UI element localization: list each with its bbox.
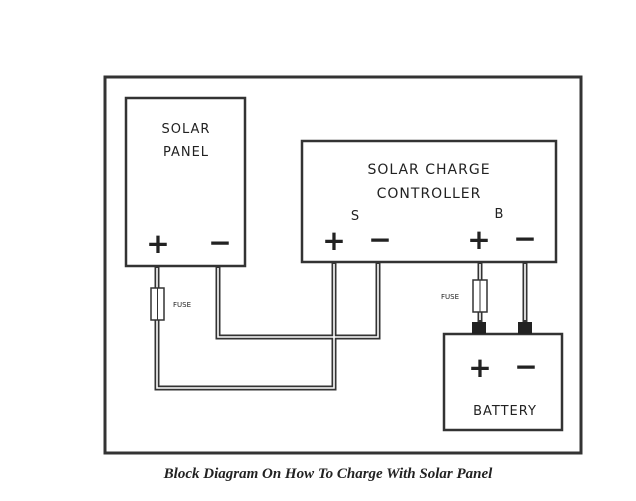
battery-label: BATTERY — [473, 404, 537, 419]
battery-box — [442, 332, 564, 432]
controller-solar-plus-terminal: + — [322, 224, 345, 257]
wire-solar-positive — [154, 262, 337, 391]
battery-minus-terminal: − — [514, 350, 537, 383]
solar-panel-plus-terminal: + — [146, 227, 169, 260]
battery-plus-terminal: + — [468, 351, 491, 384]
controller-battery-plus-terminal: + — [467, 223, 490, 256]
battery-output-label: B — [495, 207, 504, 222]
charge-controller-label-line2: CONTROLLER — [377, 186, 482, 202]
charge-controller-label-line1: SOLAR CHARGE — [367, 162, 490, 178]
outer-frame — [103, 75, 583, 455]
solar-input-label: S — [351, 209, 359, 224]
controller-solar-minus-terminal: − — [368, 223, 391, 256]
solar-panel-label-line1: SOLAR — [162, 122, 211, 137]
fuse-right-label: FUSE — [441, 293, 459, 301]
diagram-caption: Block Diagram On How To Charge With Sola… — [163, 466, 494, 482]
charge-controller-box — [300, 139, 558, 264]
fuse-left-label: FUSE — [173, 301, 191, 309]
solar-panel-box — [124, 96, 247, 268]
wiring-highlight — [156, 264, 526, 389]
solar-panel-minus-terminal: − — [208, 226, 231, 259]
controller-battery-minus-terminal: − — [513, 222, 536, 255]
wire-solar-negative — [215, 262, 381, 340]
battery-plus-post — [472, 322, 486, 334]
solar-panel-label-line2: PANEL — [163, 145, 209, 160]
battery-minus-post — [518, 322, 532, 334]
